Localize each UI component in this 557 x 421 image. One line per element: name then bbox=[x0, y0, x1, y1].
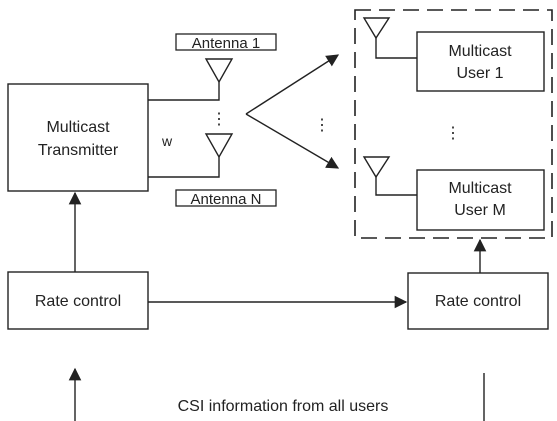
user-1-antenna-icon bbox=[362, 17, 391, 40]
rate-control-left-block: Rate control bbox=[7, 271, 149, 330]
user-1-feed-line bbox=[375, 38, 417, 59]
user-m-label-line1: Multicast bbox=[448, 180, 512, 197]
csi-label: CSI information from all users bbox=[178, 398, 389, 415]
feed-line-antenna-n bbox=[148, 157, 220, 178]
user-m-box bbox=[416, 169, 545, 231]
rate-control-right-label: Rate control bbox=[435, 293, 521, 310]
user-1-block: Multicast User 1 bbox=[362, 17, 545, 92]
transmitter-block: Multicast Transmitter bbox=[7, 83, 149, 192]
user-m-feed-line bbox=[375, 177, 417, 196]
antenna-1: Antenna 1 bbox=[175, 33, 277, 84]
user-m-block: Multicast User M bbox=[362, 156, 545, 231]
rate-control-left-label: Rate control bbox=[35, 293, 121, 310]
transmitter-box bbox=[7, 83, 149, 192]
broadcast-arrow-upper bbox=[245, 54, 340, 115]
user-ellipsis: ⋮ bbox=[445, 125, 461, 142]
antenna-1-tag bbox=[175, 33, 277, 51]
user-m-antenna-icon bbox=[362, 156, 391, 179]
user-1-box bbox=[416, 31, 545, 92]
user-1-label-line1: Multicast bbox=[448, 43, 512, 60]
receiver-group-outline bbox=[354, 9, 553, 239]
rate-control-right-block: Rate control bbox=[407, 272, 549, 330]
user-m-label-line2: User M bbox=[454, 202, 506, 219]
feed-line-antenna-1 bbox=[148, 82, 220, 101]
antenna-n: Antenna N bbox=[175, 133, 277, 208]
antenna-n-icon bbox=[204, 133, 234, 159]
antenna-n-label: Antenna N bbox=[191, 191, 262, 208]
broadcast-ellipsis: ⋮ bbox=[314, 117, 330, 134]
antenna-ellipsis: ⋮ bbox=[211, 111, 227, 128]
antenna-1-label: Antenna 1 bbox=[192, 35, 260, 52]
antenna-n-tag bbox=[175, 189, 277, 207]
user-1-label-line2: User 1 bbox=[456, 65, 503, 82]
weight-label: w bbox=[161, 133, 173, 149]
rate-control-right-box bbox=[407, 272, 549, 330]
rate-control-left-box bbox=[7, 271, 149, 330]
transmitter-label-line2: Transmitter bbox=[38, 142, 119, 159]
antenna-1-icon bbox=[204, 58, 234, 84]
transmitter-label-line1: Multicast bbox=[46, 119, 110, 136]
broadcast-arrow-lower bbox=[245, 113, 340, 169]
